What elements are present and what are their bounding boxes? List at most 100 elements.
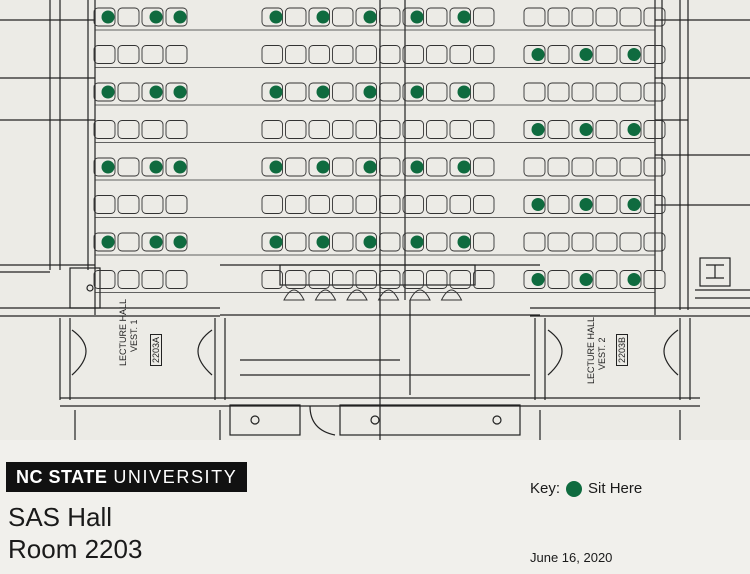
seat-right xyxy=(523,270,546,289)
seat-center xyxy=(261,195,283,214)
seat-center xyxy=(332,45,354,64)
sit-here-marker xyxy=(173,85,187,99)
seat-center xyxy=(332,120,354,139)
seat-center xyxy=(426,232,448,252)
seat-left xyxy=(93,120,116,139)
seat-center xyxy=(473,157,495,177)
sit-here-marker xyxy=(363,235,377,249)
seat-center xyxy=(285,45,307,64)
seat-right xyxy=(595,157,618,177)
seat-left xyxy=(117,157,140,177)
seat-center xyxy=(285,270,307,289)
seat-center xyxy=(261,120,283,139)
seat-right xyxy=(523,157,546,177)
seat-left xyxy=(141,82,164,102)
logo-light: UNIVERSITY xyxy=(113,466,238,487)
seat-right xyxy=(643,120,666,139)
seat-center xyxy=(308,120,330,139)
sit-here-marker xyxy=(410,85,424,99)
sit-here-marker xyxy=(410,160,424,174)
seat-right xyxy=(643,232,666,252)
seat-left xyxy=(141,195,164,214)
seat-right xyxy=(547,7,570,27)
seat-center xyxy=(449,270,471,289)
seat-center xyxy=(473,120,495,139)
seat-right xyxy=(595,270,618,289)
seat-center xyxy=(402,195,424,214)
seat-right xyxy=(595,232,618,252)
title-block: NC STATE UNIVERSITY SAS Hall Room 2203 K… xyxy=(0,440,750,574)
sit-here-marker xyxy=(457,235,471,249)
seat-right xyxy=(547,270,570,289)
seat-right xyxy=(595,195,618,214)
seat-center xyxy=(402,45,424,64)
sit-here-marker xyxy=(579,48,593,61)
seat-left xyxy=(165,82,188,102)
sit-here-marker xyxy=(173,235,187,249)
seat-center xyxy=(449,195,471,214)
seat-right xyxy=(595,7,618,27)
sit-here-marker xyxy=(173,160,187,174)
sit-here-marker xyxy=(149,160,163,174)
seat-left xyxy=(141,120,164,139)
seat-right xyxy=(523,45,546,64)
seat-center xyxy=(379,195,401,214)
seat-right xyxy=(523,195,546,214)
seat-center xyxy=(355,120,377,139)
sit-here-marker xyxy=(579,198,593,211)
sit-here-marker xyxy=(269,10,283,24)
seat-left xyxy=(117,232,140,252)
seat-center xyxy=(379,157,401,177)
seat-right xyxy=(547,82,570,102)
vestibule-2-label: LECTURE HALL VEST. 2 xyxy=(586,317,608,384)
seat-right xyxy=(571,82,594,102)
seat-right xyxy=(571,7,594,27)
seat-left xyxy=(165,232,188,252)
seat-right xyxy=(595,82,618,102)
seat-left xyxy=(93,82,116,102)
sit-here-marker xyxy=(457,160,471,174)
seat-left xyxy=(117,45,140,64)
sit-here-marker xyxy=(579,123,593,136)
sit-here-marker xyxy=(149,85,163,99)
seat-center xyxy=(426,195,448,214)
sit-here-marker xyxy=(269,85,283,99)
seat-right xyxy=(547,157,570,177)
seat-center xyxy=(332,157,354,177)
seat-center xyxy=(473,195,495,214)
sit-here-marker xyxy=(531,48,545,61)
vestibule-1-label: LECTURE HALL VEST. 1 xyxy=(118,299,140,366)
seat-center xyxy=(449,120,471,139)
seat-right xyxy=(547,45,570,64)
seat-left xyxy=(141,7,164,27)
front-chair xyxy=(346,289,368,301)
seat-right xyxy=(595,120,618,139)
seat-center xyxy=(261,45,283,64)
seat-left xyxy=(141,45,164,64)
plan-date: June 16, 2020 xyxy=(530,550,613,565)
sit-here-marker xyxy=(531,273,545,286)
seat-right xyxy=(643,45,666,64)
seat-center xyxy=(332,270,354,289)
seat-right xyxy=(619,157,642,177)
sit-here-marker xyxy=(101,235,115,249)
seat-left xyxy=(141,157,164,177)
room-number: Room 2203 xyxy=(8,534,143,564)
seat-left xyxy=(165,7,188,27)
seat-center xyxy=(426,7,448,27)
sit-here-marker xyxy=(316,85,330,99)
seat-right xyxy=(547,232,570,252)
seat-right xyxy=(571,195,594,214)
seat-left xyxy=(165,120,188,139)
seat-center xyxy=(379,82,401,102)
vestibule-2-line1: LECTURE HALL xyxy=(586,316,596,384)
seat-center xyxy=(402,270,424,289)
seat-center xyxy=(355,195,377,214)
seat-center xyxy=(426,270,448,289)
seat-center xyxy=(426,82,448,102)
seat-right xyxy=(643,270,666,289)
seat-center xyxy=(285,120,307,139)
seat-right xyxy=(571,270,594,289)
seat-center xyxy=(379,270,401,289)
vestibule-1-line1: LECTURE HALL xyxy=(118,298,128,366)
